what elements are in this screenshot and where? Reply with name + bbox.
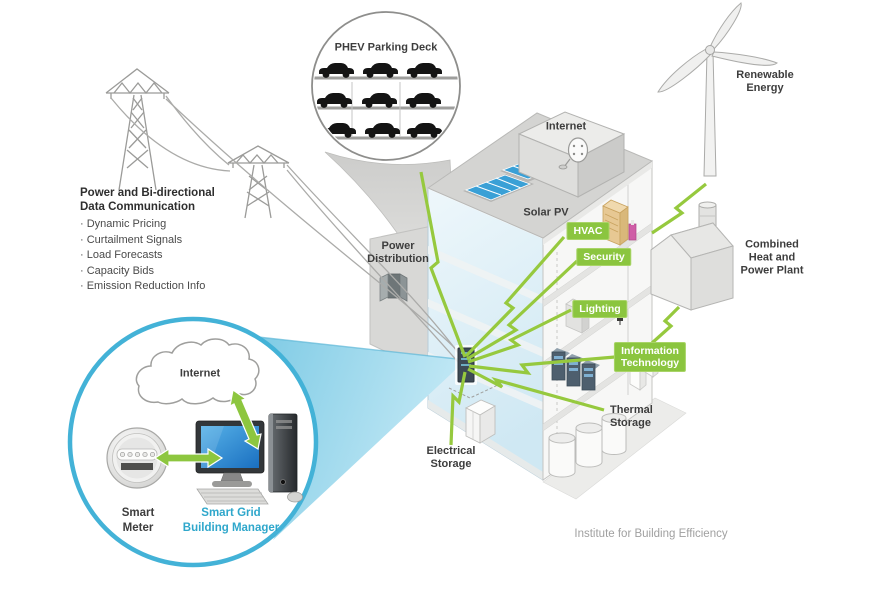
meter-arrow [153, 447, 224, 469]
zoom-wedge [257, 336, 467, 540]
system-tag-security: Security [576, 248, 632, 266]
bolt-it [468, 355, 616, 376]
internet-cloud [135, 338, 260, 405]
thermal-storage-label: Thermal Storage [610, 404, 653, 430]
pc-keyboard [196, 488, 269, 505]
smart-meter-icon [106, 427, 168, 489]
pylon-2 [227, 145, 290, 219]
power-info-item: · Curtailment Signals [80, 233, 183, 246]
it-tag-line2: Technology [620, 357, 680, 369]
roof-internet-label: Internet [545, 120, 587, 133]
energy-bolts [419, 171, 707, 446]
chp-plant [650, 201, 734, 311]
bolt-thermal [467, 367, 605, 412]
chp-line1: Combined [745, 238, 799, 251]
power-distribution-label: Power Distribution [367, 240, 429, 266]
system-tag-hvac: HVAC [566, 222, 610, 240]
manager-line2: Building Manager [182, 522, 280, 534]
smart-meter-label: Smart Meter [122, 506, 155, 536]
satellite-dish-icon [558, 137, 589, 170]
system-tag-information-technology: Information Technology [613, 342, 687, 372]
transmission-towers [105, 68, 290, 219]
electrical-storage-line1: Electrical [426, 445, 476, 457]
thermal-storage-line1: Thermal [610, 404, 653, 416]
it-tag-line1: Information [621, 345, 679, 357]
electrical-storage-line2: Storage [430, 458, 472, 470]
cloud-arrow [229, 388, 262, 450]
renewable-line2: Energy [746, 82, 784, 94]
chp-label: Combined Heat and Power Plant [741, 239, 804, 278]
solar-pv-label: Solar PV [523, 206, 569, 219]
system-tag-lighting: Lighting [572, 300, 628, 318]
phev-deck-title: PHEV Parking Deck [334, 41, 438, 54]
bolt-phev [419, 171, 467, 358]
bolt-lighting [467, 308, 572, 364]
pylon-1 [105, 68, 170, 191]
chp-line3: Power Plant [740, 264, 804, 277]
bolt-hvac [464, 235, 566, 358]
smart-meter-line1: Smart [121, 507, 155, 519]
bolt-security [466, 259, 579, 361]
power-info-heading-line1: Power and Bi-directional [80, 187, 215, 199]
renewable-energy-label: Renewable Energy [736, 69, 793, 95]
bolt-chp-bottom [650, 305, 681, 345]
power-info-items: · Dynamic Pricing · Curtailment Signals … [80, 217, 215, 295]
power-info-item: · Emission Reduction Info [80, 280, 206, 292]
power-lines [110, 95, 463, 363]
zoom-circle [67, 316, 319, 568]
thermal-storage-line2: Storage [610, 417, 651, 429]
chp-line2: Heat and [748, 251, 796, 264]
electrical-storage-box [465, 399, 496, 444]
power-info-block: Power and Bi-directional Data Communicat… [80, 186, 215, 295]
power-info-item: · Capacity Bids [80, 264, 154, 277]
power-info-item: · Dynamic Pricing [80, 218, 167, 230]
power-distribution-line2: Distribution [367, 253, 429, 265]
power-distribution-line1: Power [381, 240, 415, 252]
electrical-storage-label: Electrical Storage [427, 445, 476, 471]
server-rack [551, 348, 600, 391]
wind-turbine [657, 2, 778, 177]
power-info-heading-line2: Data Communication [80, 201, 196, 213]
renewable-line1: Renewable [736, 69, 794, 81]
cloud-internet-label: Internet [179, 367, 221, 380]
smart-meter-line2: Meter [122, 522, 154, 534]
footer-credit: Institute for Building Efficiency [574, 528, 728, 540]
pc-mouse [287, 491, 303, 503]
penthouse [517, 111, 626, 198]
thermal-tanks [548, 413, 627, 478]
building [426, 111, 687, 500]
phev-callout-circle [311, 11, 461, 161]
power-info-heading: Power and Bi-directional Data Communicat… [80, 186, 215, 214]
bolt-chp-top [651, 182, 707, 235]
power-info-item: · Load Forecasts [80, 249, 163, 261]
smart-grid-building-manager-label: Smart Grid Building Manager [183, 506, 279, 536]
manager-line1: Smart Grid [201, 507, 261, 519]
bolt-electrical [449, 371, 467, 446]
